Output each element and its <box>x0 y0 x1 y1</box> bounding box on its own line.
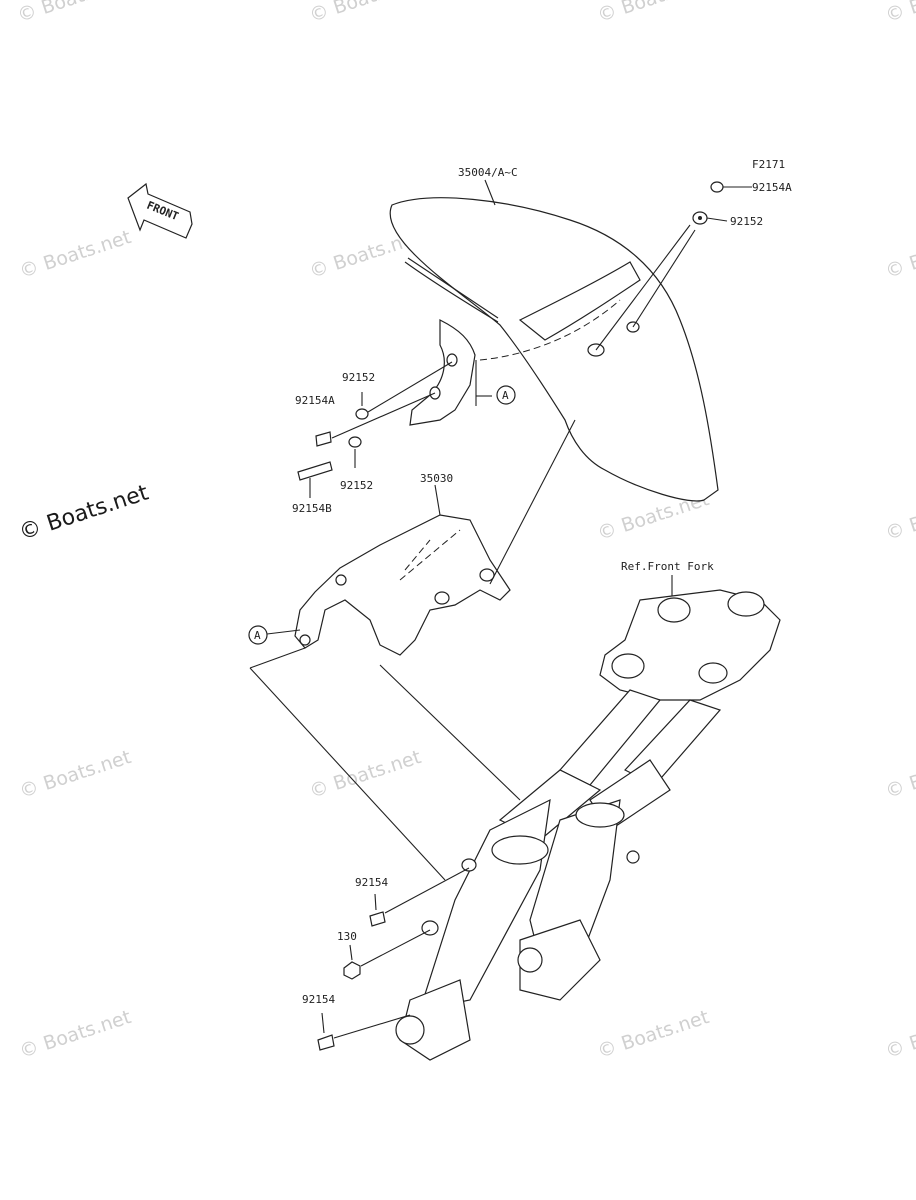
callout-ref-fork: Ref.Front Fork <box>621 560 714 573</box>
figure-id: F2171 <box>752 158 785 171</box>
front-arrow-icon: FRONT <box>127 182 193 239</box>
watermark: © Boats.net <box>17 226 134 283</box>
ref-marker-a: A <box>248 625 268 645</box>
front-fender <box>389 197 719 502</box>
callout-bracket: 35030 <box>420 472 453 485</box>
ref-marker-a: A <box>496 385 516 405</box>
watermark: © Boats.net <box>883 0 916 27</box>
washer-icon <box>692 211 708 225</box>
callout-washer-left-lower: 92152 <box>340 479 373 492</box>
watermark: © Boats.net <box>17 746 134 803</box>
callout-bolt-left: 92154A <box>295 394 335 407</box>
watermark: © Boats.net <box>595 1006 712 1063</box>
watermark: © Boats.net <box>883 488 916 545</box>
watermark: © Boats.net <box>883 1006 916 1063</box>
watermark: © Boats.net <box>17 1006 134 1063</box>
fasteners <box>297 181 724 1051</box>
watermark: © Boats.net <box>595 0 712 27</box>
watermark: © Boats.net <box>307 0 424 27</box>
bolt-icon <box>297 461 333 481</box>
bolt-icon <box>317 1034 335 1051</box>
callout-bolt-fork-lower: 92154 <box>302 993 335 1006</box>
watermark: © Boats.net <box>307 746 424 803</box>
callout-labels: 35004/A~C 92154A 92152 92152 92154A 9215… <box>292 166 792 1006</box>
ref-marker-label: A <box>502 389 509 402</box>
callout-fender: 35004/A~C <box>458 166 518 179</box>
washer-icon <box>348 436 362 448</box>
washer-icon <box>355 408 369 420</box>
bolt-icon <box>369 911 386 927</box>
callout-nut-fork: 130 <box>337 930 357 943</box>
nut-icon <box>343 961 361 980</box>
callout-washer-left-upper: 92152 <box>342 371 375 384</box>
ref-marker-label: A <box>254 629 261 642</box>
watermark: © Boats.net <box>15 0 132 27</box>
watermark: © Boats.net <box>883 226 916 283</box>
watermark-prominent: © Boats.net <box>16 480 152 545</box>
callout-washer-top: 92152 <box>730 215 763 228</box>
callout-bolt-left-long: 92154B <box>292 502 332 515</box>
watermark: © Boats.net <box>883 746 916 803</box>
leader-lines <box>249 179 752 1039</box>
fender-bracket <box>294 514 511 656</box>
bolt-icon <box>315 431 332 447</box>
callout-bolt-top: 92154A <box>752 181 792 194</box>
callout-bolt-fork-upper: 92154 <box>355 876 388 889</box>
front-fork <box>395 589 781 1061</box>
bolt-icon <box>710 181 724 193</box>
